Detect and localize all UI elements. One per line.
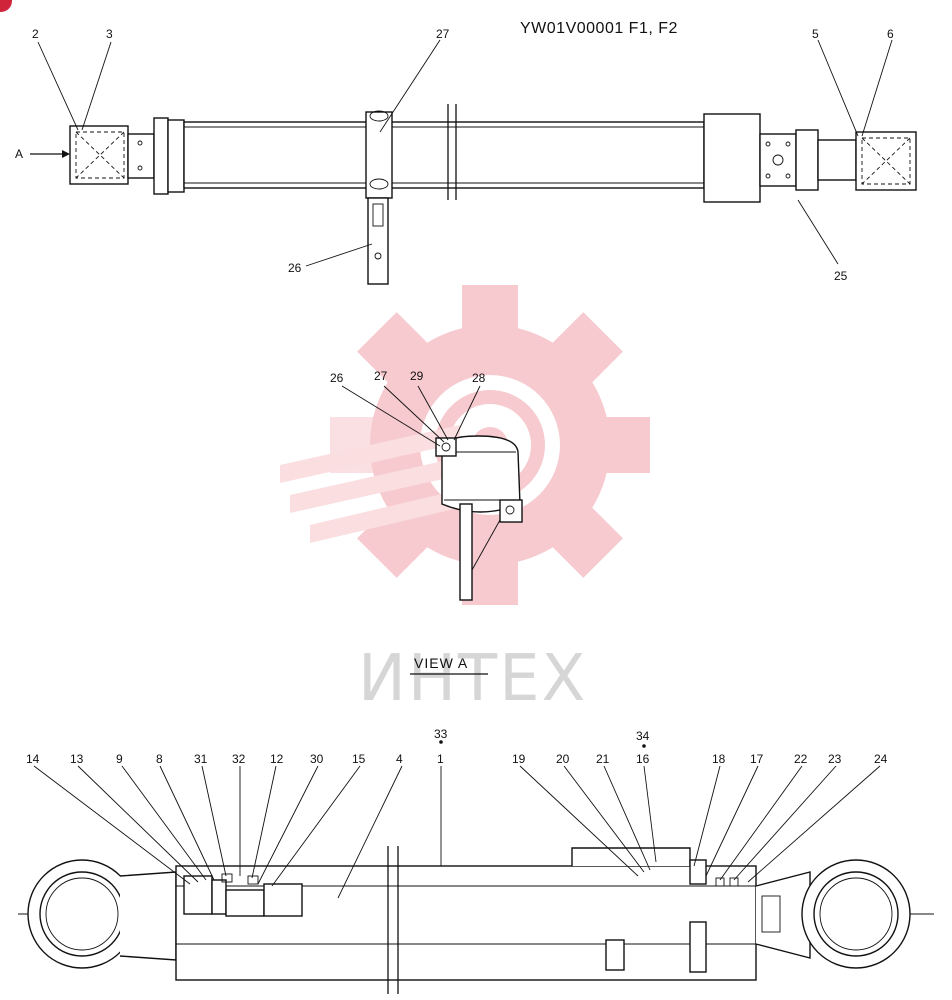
part-label: 24 [874, 752, 888, 766]
part-label: 16 [636, 752, 650, 766]
view-a-leaders [341, 385, 481, 447]
part-label: 31 [194, 752, 208, 766]
part-label: 14 [26, 752, 40, 766]
part-label: 2 [32, 27, 39, 41]
part-label: 18 [712, 752, 726, 766]
part-label: 26 [288, 261, 302, 275]
part-label: 30 [310, 752, 324, 766]
part-label: 33 [434, 727, 448, 741]
part-label: 22 [794, 752, 808, 766]
part-label: 9 [116, 752, 123, 766]
watermark-text: ИНТЕХ [358, 642, 587, 716]
part-label: 5 [812, 27, 819, 41]
part-label: 20 [556, 752, 570, 766]
part-label: 12 [270, 752, 284, 766]
part-label: 34 [636, 729, 650, 743]
part-label: 4 [396, 752, 403, 766]
part-label: 19 [512, 752, 526, 766]
part-label: 13 [70, 752, 84, 766]
part-label: 21 [596, 752, 610, 766]
part-label: 8 [156, 752, 163, 766]
part-label: 17 [750, 752, 764, 766]
part-label: 26 [330, 371, 344, 385]
part-label: 27 [374, 369, 388, 383]
view-a-caption: VIEW A [414, 655, 468, 671]
top-view-leaders [37, 39, 893, 267]
drawing-title: YW01V00001 F1, F2 [520, 20, 678, 37]
part-label: 3 [106, 27, 113, 41]
view-a-part-numbers: 26 27 29 28 [330, 369, 486, 385]
part-label: 23 [828, 752, 842, 766]
part-label: 29 [410, 369, 424, 383]
top-view-part-numbers: 2 3 27 5 6 26 25 [32, 27, 894, 283]
part-label: 28 [472, 371, 486, 385]
part-label: 32 [232, 752, 246, 766]
top-view-assembly [30, 104, 917, 285]
view-a-detail [435, 435, 523, 601]
part-label: 6 [887, 27, 894, 41]
section-view-assembly [18, 846, 934, 994]
part-label: 15 [352, 752, 366, 766]
section-view-part-numbers: 14 13 9 8 31 32 12 30 15 4 33 1 34 16 19… [26, 727, 888, 766]
part-label: 27 [436, 27, 450, 41]
part-label: 25 [834, 269, 848, 283]
part-label: 1 [437, 752, 444, 766]
section-view-markers [439, 740, 646, 748]
view-arrow-label: A [15, 147, 23, 161]
section-view-leaders [33, 765, 881, 899]
